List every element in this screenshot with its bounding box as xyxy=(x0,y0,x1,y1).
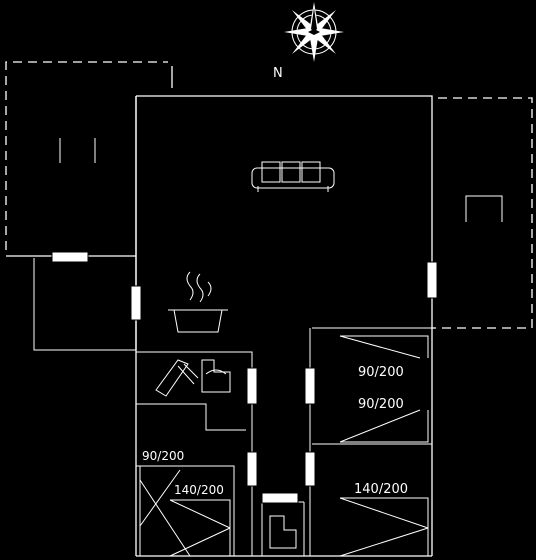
compass-rose-icon xyxy=(284,2,344,62)
bedroom-bed-5 xyxy=(169,499,231,557)
toilet-icon-2 xyxy=(269,515,297,549)
bedroom-bed-4 xyxy=(139,466,191,557)
outdoor-table xyxy=(465,195,503,222)
annex-room xyxy=(6,255,136,351)
outdoor-bench xyxy=(59,138,96,163)
bedroom-bed-3 xyxy=(339,497,429,557)
bed-size-label-3: 90/200 xyxy=(142,449,184,463)
shower-icon xyxy=(155,359,199,397)
compass-north-label: N xyxy=(273,66,283,81)
bed-size-label-1: 90/200 xyxy=(358,365,404,380)
toilet-icon xyxy=(201,359,231,393)
bed-size-label-4: 140/200 xyxy=(174,483,224,497)
bedroom-bed-1 xyxy=(339,335,429,359)
interior-walls xyxy=(136,327,432,556)
openings xyxy=(51,251,438,504)
bed-size-label-2: 90/200 xyxy=(358,397,404,412)
bed-size-label-5: 140/200 xyxy=(354,482,408,497)
kitchen-pot-icon xyxy=(168,271,228,333)
bedroom-bed-2 xyxy=(339,409,429,443)
terrace-outline xyxy=(5,61,533,329)
sofa-icon xyxy=(251,161,335,192)
